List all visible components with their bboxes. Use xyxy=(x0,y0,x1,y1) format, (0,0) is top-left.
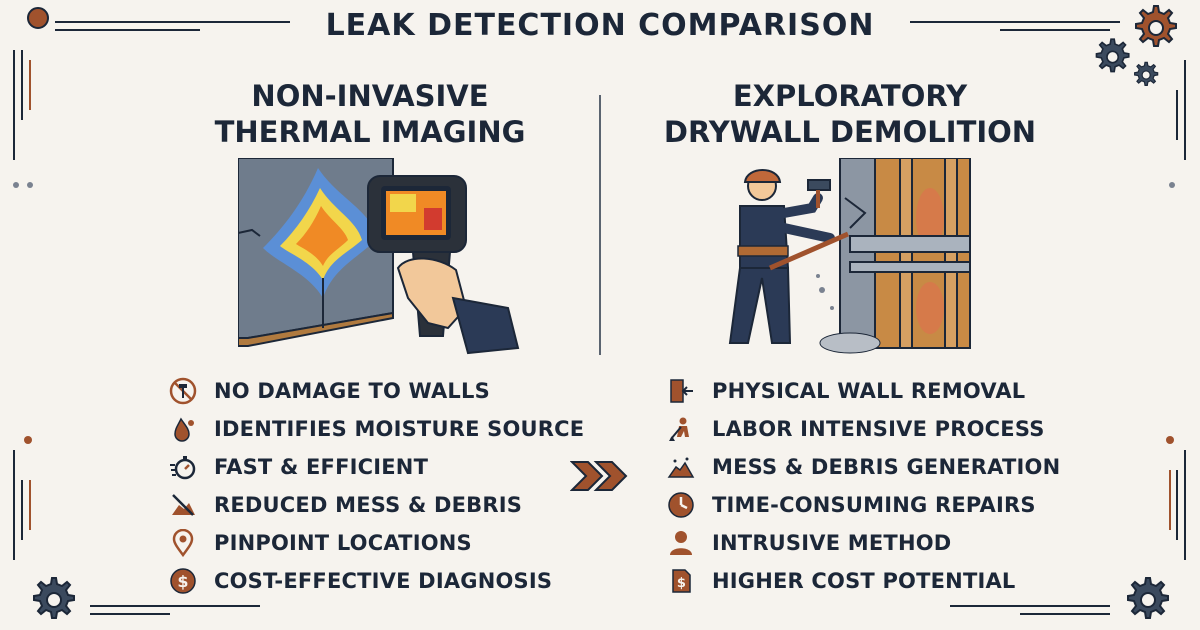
no-debris-icon xyxy=(168,490,198,520)
wall-removal-icon xyxy=(666,376,696,406)
right-item-label: MESS & DEBRIS GENERATION xyxy=(712,455,1061,479)
gear-icon-top-right-tiny xyxy=(1134,61,1159,86)
list-item: PINPOINT LOCATIONS xyxy=(168,524,584,562)
clock-icon xyxy=(666,490,696,520)
list-item: PHYSICAL WALL REMOVAL xyxy=(666,372,1060,410)
drywall-demolition-illustration xyxy=(728,158,971,354)
right-item-label: PHYSICAL WALL REMOVAL xyxy=(712,379,1026,403)
svg-text:$: $ xyxy=(677,576,686,591)
gear-icon-bottom-right xyxy=(1127,577,1169,619)
list-item: TIME-CONSUMING REPAIRS xyxy=(666,486,1060,524)
left-item-label: NO DAMAGE TO WALLS xyxy=(214,379,490,403)
no-hammer-icon xyxy=(168,376,198,406)
left-item-label: REDUCED MESS & DEBRIS xyxy=(214,493,523,517)
gear-icon-bottom-left xyxy=(33,577,75,619)
person-icon xyxy=(666,528,696,558)
list-item: $ COST-EFFECTIVE DIAGNOSIS xyxy=(168,562,584,600)
list-item: INTRUSIVE METHOD xyxy=(666,524,1060,562)
page-title: LEAK DETECTION COMPARISON xyxy=(325,8,875,43)
right-item-label: LABOR INTENSIVE PROCESS xyxy=(712,417,1045,441)
right-drawbacks-list: PHYSICAL WALL REMOVAL LABOR INTENSIVE PR… xyxy=(666,372,1060,600)
dollar-coin-icon: $ xyxy=(168,566,198,596)
list-item: LABOR INTENSIVE PROCESS xyxy=(666,410,1060,448)
list-item: FAST & EFFICIENT xyxy=(168,448,584,486)
left-item-label: COST-EFFECTIVE DIAGNOSIS xyxy=(214,569,553,593)
list-item: IDENTIFIES MOISTURE SOURCE xyxy=(168,410,584,448)
left-item-label: PINPOINT LOCATIONS xyxy=(214,531,472,555)
right-heading-line2: DRYWALL DEMOLITION xyxy=(663,115,1037,149)
left-benefits-list: NO DAMAGE TO WALLS IDENTIFIES MOISTURE S… xyxy=(168,372,584,600)
svg-text:$: $ xyxy=(177,572,188,591)
map-pin-icon xyxy=(168,528,198,558)
column-divider xyxy=(599,95,601,355)
right-heading: EXPLORATORY DRYWALL DEMOLITION xyxy=(590,78,1110,150)
cost-document-icon: $ xyxy=(666,566,696,596)
left-heading: NON-INVASIVE THERMAL IMAGING xyxy=(110,78,630,150)
list-item: REDUCED MESS & DEBRIS xyxy=(168,486,584,524)
list-item: MESS & DEBRIS GENERATION xyxy=(666,448,1060,486)
list-item: NO DAMAGE TO WALLS xyxy=(168,372,584,410)
left-item-label: IDENTIFIES MOISTURE SOURCE xyxy=(214,417,585,441)
left-heading-line1: NON-INVASIVE xyxy=(251,79,489,113)
worker-shovel-icon xyxy=(666,414,696,444)
stopwatch-icon xyxy=(168,452,198,482)
right-item-label: HIGHER COST POTENTIAL xyxy=(712,569,1016,593)
water-drop-icon xyxy=(168,414,198,444)
list-item: $ HIGHER COST POTENTIAL xyxy=(666,562,1060,600)
thermal-imaging-illustration xyxy=(238,158,520,355)
left-item-label: FAST & EFFICIENT xyxy=(214,455,429,479)
left-heading-line2: THERMAL IMAGING xyxy=(214,115,526,149)
right-heading-line1: EXPLORATORY xyxy=(732,79,968,113)
right-item-label: INTRUSIVE METHOD xyxy=(712,531,952,555)
comparison-arrow-icon xyxy=(570,461,628,491)
debris-pile-icon xyxy=(666,452,696,482)
right-item-label: TIME-CONSUMING REPAIRS xyxy=(712,493,1036,517)
